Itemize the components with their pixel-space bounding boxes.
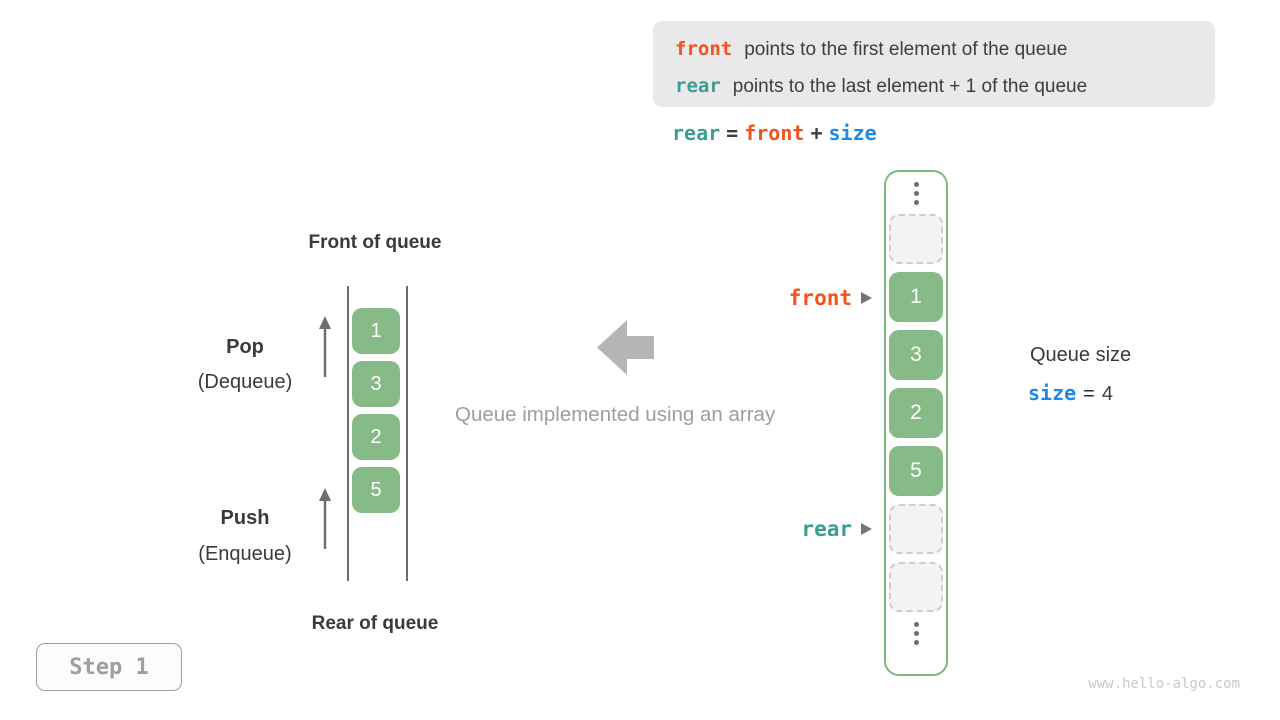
pop-label: Pop [226, 336, 264, 358]
queue-channel-right-line [406, 286, 408, 581]
watermark: www.hello-algo.com [1088, 676, 1240, 692]
pointer-equation: rear=front+size [672, 121, 877, 146]
array-container: 1 3 2 5 [884, 170, 948, 676]
enqueue-label: (Enqueue) [198, 543, 292, 565]
equals-sign: = [726, 121, 739, 145]
size-value: 4 [1101, 383, 1113, 405]
queue-element: 1 [352, 308, 400, 354]
queue-element: 5 [352, 467, 400, 513]
array-cell-empty [889, 504, 943, 554]
queue-elements-stack: 1 3 2 5 [352, 308, 400, 513]
array-cell-empty [889, 214, 943, 264]
equation-rear: rear [672, 121, 721, 145]
diagram-caption: Queue implemented using an array [455, 403, 776, 426]
front-keyword: front [675, 38, 733, 60]
array-cells: 1 3 2 5 [886, 214, 946, 612]
array-cell-value: 1 [889, 272, 943, 322]
push-label: Push [220, 507, 270, 529]
array-ellipsis-top-icon [886, 178, 946, 208]
queue-size-equation: size = 4 [1028, 381, 1113, 406]
array-cell-value: 5 [889, 446, 943, 496]
front-pointer-arrow-icon [861, 292, 872, 304]
equation-front: front [744, 121, 805, 145]
plus-sign: + [810, 121, 823, 145]
front-pointer: front [700, 284, 872, 312]
queue-channel-left-line [347, 286, 349, 581]
size-equals-sign: = [1083, 383, 1095, 405]
left-block-arrow-icon [597, 320, 654, 375]
array-cell-empty [889, 562, 943, 612]
pop-up-arrow-icon [319, 316, 331, 377]
array-cell-value: 3 [889, 330, 943, 380]
front-pointer-label: front [788, 286, 852, 310]
step-badge: Step 1 [36, 643, 182, 691]
rear-pointer-label: rear [801, 517, 852, 541]
queue-element: 2 [352, 414, 400, 460]
size-keyword: size [1028, 381, 1077, 405]
rear-keyword: rear [675, 75, 721, 97]
dequeue-label: (Dequeue) [197, 371, 293, 393]
rear-pointer: rear [700, 515, 872, 543]
equation-size: size [828, 121, 877, 145]
queue-size-title: Queue size [1030, 344, 1132, 366]
front-of-queue-label: Front of queue [308, 232, 442, 253]
pointer-legend-box: front points to the first element of the … [653, 21, 1215, 107]
rear-of-queue-label: Rear of queue [311, 613, 439, 634]
rear-pointer-arrow-icon [861, 523, 872, 535]
legend-front-text: points to the first element of the queue [744, 39, 1068, 60]
queue-element: 3 [352, 361, 400, 407]
legend-line-front: front points to the first element of the … [675, 31, 1215, 68]
push-up-arrow-icon [319, 488, 331, 549]
array-cell-value: 2 [889, 388, 943, 438]
array-ellipsis-bottom-icon [886, 618, 946, 648]
legend-rear-text: points to the last element + 1 of the qu… [732, 76, 1088, 97]
legend-line-rear: rear points to the last element + 1 of th… [675, 68, 1215, 105]
